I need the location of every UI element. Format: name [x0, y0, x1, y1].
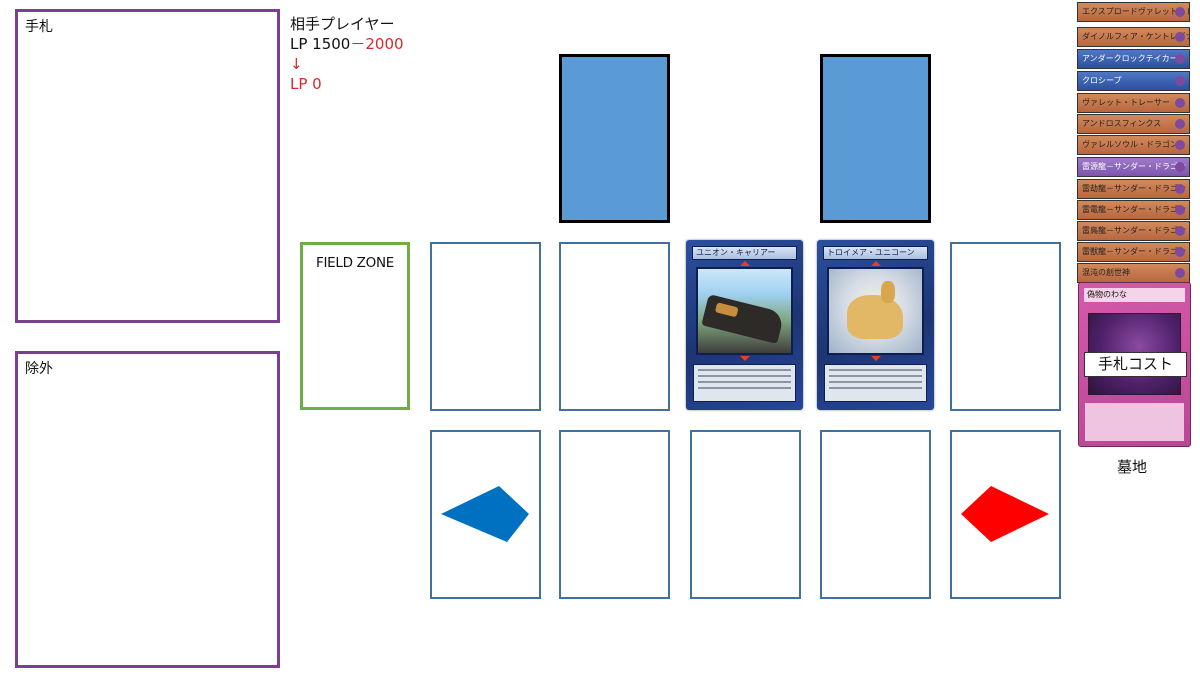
card-name: ユニオン・キャリアー: [692, 246, 797, 260]
red-marker-icon: [961, 486, 1049, 542]
link-arrow-up-icon: [870, 261, 881, 266]
opponent-face-down-card[interactable]: [559, 54, 670, 223]
lp-down-arrow-icon: ↓: [290, 55, 303, 73]
graveyard-label: 墓地: [1117, 458, 1148, 476]
hand-cost-tag: 手札コスト: [1084, 352, 1187, 377]
banish-zone-label: 除外: [25, 361, 53, 377]
graveyard-card[interactable]: ヴァレルソウル・ドラゴン: [1077, 135, 1190, 155]
field-zone[interactable]: FIELD ZONE: [300, 242, 410, 410]
link-arrow-up-icon: [739, 261, 750, 266]
opponent-lp-after: LP 0: [290, 75, 322, 93]
monster-zone-5[interactable]: [950, 242, 1061, 411]
monster-zone-2[interactable]: [559, 242, 670, 411]
opponent-lp-change: LP 1500－2000: [290, 34, 404, 54]
spell-trap-zone-5[interactable]: [950, 430, 1061, 599]
opponent-face-down-card[interactable]: [820, 54, 931, 223]
opponent-title: 相手プレイヤー: [290, 15, 395, 33]
graveyard-card[interactable]: 雷源龍－サンダー・ドラゴン: [1077, 157, 1190, 177]
spell-trap-zone-4[interactable]: [820, 430, 931, 599]
field-zone-label: FIELD ZONE: [316, 255, 394, 271]
graveyard-card[interactable]: 雷獣龍－サンダー・ドラゴン: [1077, 242, 1190, 262]
monster-zone-1[interactable]: [430, 242, 541, 411]
card-art: [827, 267, 924, 355]
graveyard-card[interactable]: クロシープ: [1077, 71, 1190, 91]
hand-zone: 手札: [15, 9, 280, 323]
blue-marker-icon: [441, 486, 529, 542]
card-text-box: [824, 364, 927, 402]
card-art: [696, 267, 793, 355]
graveyard-card[interactable]: アンドロスフィンクス: [1077, 114, 1190, 134]
graveyard-card[interactable]: アンダークロックテイカー: [1077, 49, 1190, 69]
banish-zone: 除外: [15, 351, 280, 668]
card-name: トロイメア・ユニコーン: [823, 246, 928, 260]
card-text-box: [693, 364, 796, 402]
graveyard-card[interactable]: 雷劫龍－サンダー・ドラゴン: [1077, 179, 1190, 199]
graveyard-card[interactable]: 雷鳥龍－サンダー・ドラゴン: [1077, 221, 1190, 241]
graveyard-card[interactable]: ヴァレット・トレーサー: [1077, 93, 1190, 113]
opponent-info: 相手プレイヤー LP 1500－2000 ↓ LP 0: [290, 14, 404, 94]
spell-trap-zone-2[interactable]: [559, 430, 670, 599]
link-monster-card-union-carrier[interactable]: ユニオン・キャリアー: [686, 240, 803, 410]
spell-trap-zone-1[interactable]: [430, 430, 541, 599]
spell-trap-zone-3[interactable]: [690, 430, 801, 599]
card-name: 偽物のわな: [1084, 288, 1185, 302]
opponent-lp-before: LP 1500: [290, 35, 351, 53]
graveyard-card[interactable]: 雷電龍－サンダー・ドラゴン: [1077, 200, 1190, 220]
graveyard-card[interactable]: エクスプロードヴァレット・ドラゴン: [1077, 2, 1190, 22]
graveyard-card[interactable]: 混沌の創世神: [1077, 263, 1190, 283]
card-text-box: [1085, 403, 1184, 441]
link-arrow-down-icon: [870, 356, 881, 361]
hand-zone-label: 手札: [25, 19, 53, 35]
link-arrow-down-icon: [739, 356, 750, 361]
graveyard-card[interactable]: ダイノルフィア・ケントレギナ: [1077, 27, 1190, 47]
link-monster-card-knightmare-unicorn[interactable]: トロイメア・ユニコーン: [817, 240, 934, 410]
graveyard-pile[interactable]: エクスプロードヴァレット・ドラゴン ダイノルフィア・ケントレギナ アンダークロッ…: [1077, 0, 1191, 448]
opponent-lp-damage: －2000: [350, 35, 404, 53]
